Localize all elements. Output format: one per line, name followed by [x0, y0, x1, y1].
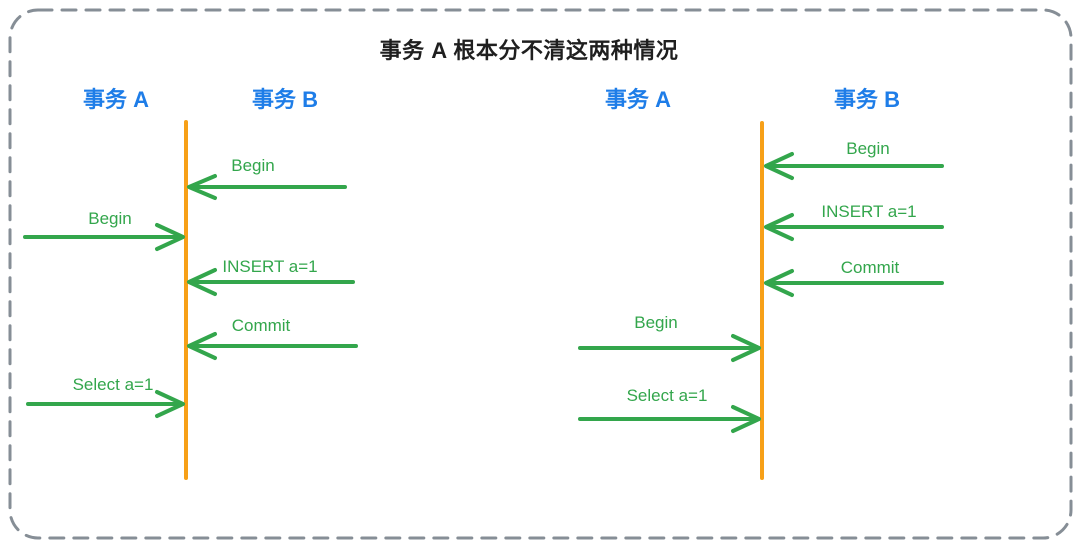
dashed-border — [8, 8, 1073, 540]
right-message-begin-b: Begin — [846, 139, 890, 158]
right-actor-b-label: 事务 B — [833, 87, 901, 112]
left-message-begin-a: Begin — [88, 209, 132, 228]
right-message-commit-b: Commit — [840, 258, 900, 277]
right-arrow-begin-b — [764, 152, 944, 180]
left-arrow-insert-b — [187, 268, 355, 296]
left-actor-a-label: 事务 A — [82, 87, 150, 112]
left-actor-b-label: 事务 B — [251, 87, 319, 112]
right-message-select-a: Select a=1 — [626, 386, 708, 405]
right-message-insert-b: INSERT a=1 — [821, 202, 917, 221]
right-arrow-begin-a — [578, 334, 761, 362]
left-message-commit-b: Commit — [231, 316, 291, 335]
right-arrow-insert-b — [764, 213, 944, 241]
right-message-begin-a: Begin — [634, 313, 678, 332]
right-arrow-commit-b — [764, 269, 944, 297]
right-arrow-select-a — [578, 405, 761, 433]
left-message-select-a: Select a=1 — [72, 375, 154, 394]
left-arrow-commit-b — [187, 332, 358, 360]
left-arrow-select-a — [26, 390, 185, 418]
diagram-title: 事务 A 根本分不清这两种情况 — [379, 38, 679, 63]
right-actor-a-label: 事务 A — [604, 87, 672, 112]
left-message-begin-b: Begin — [231, 156, 275, 175]
left-arrow-begin-b — [187, 174, 347, 200]
left-message-insert-b: INSERT a=1 — [222, 257, 318, 276]
left-arrow-begin-a — [23, 223, 185, 251]
